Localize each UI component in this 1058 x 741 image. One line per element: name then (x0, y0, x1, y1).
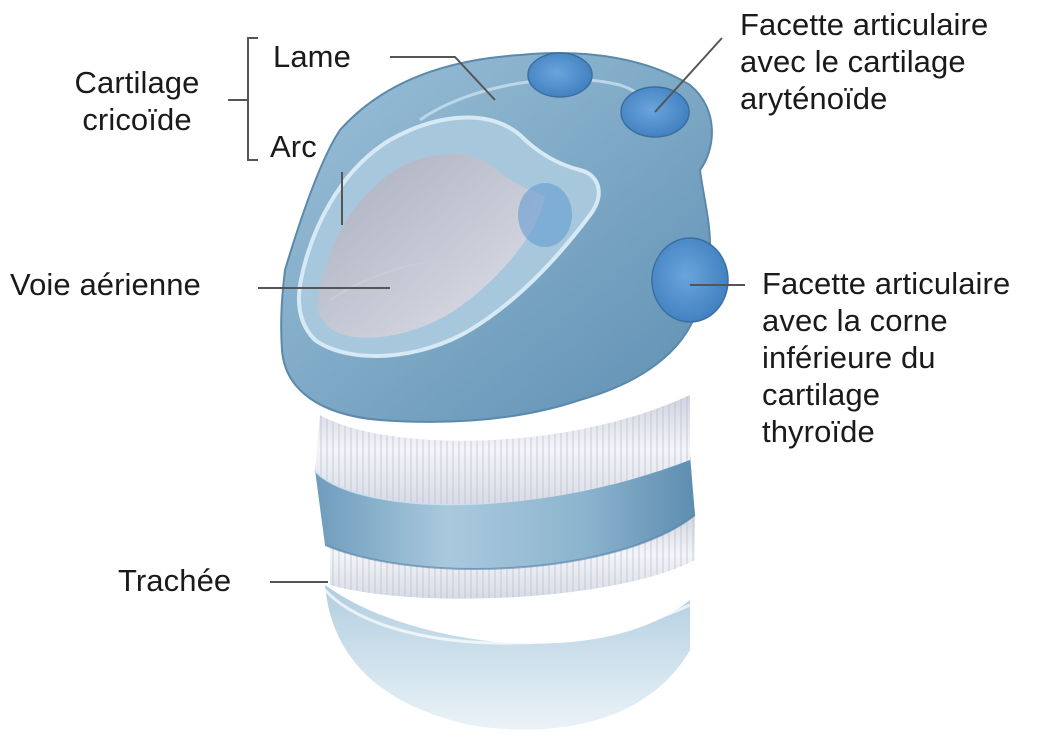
label-thyroid-facet: Facette articulaire avec la corne inféri… (762, 265, 1010, 450)
cricoid-bracket (228, 38, 258, 160)
trachea-lower-ring (325, 585, 690, 730)
label-arch: Arc (270, 128, 317, 165)
label-cricoid-cartilage: Cartilage cricoïde (52, 64, 222, 138)
label-lamina: Lame (273, 38, 351, 75)
label-arytenoid-facet: Facette articulaire avec le cartilage ar… (740, 6, 988, 117)
label-airway: Voie aérienne (10, 266, 201, 303)
label-trachea: Trachée (118, 562, 231, 599)
thyroid-facet (652, 238, 728, 322)
